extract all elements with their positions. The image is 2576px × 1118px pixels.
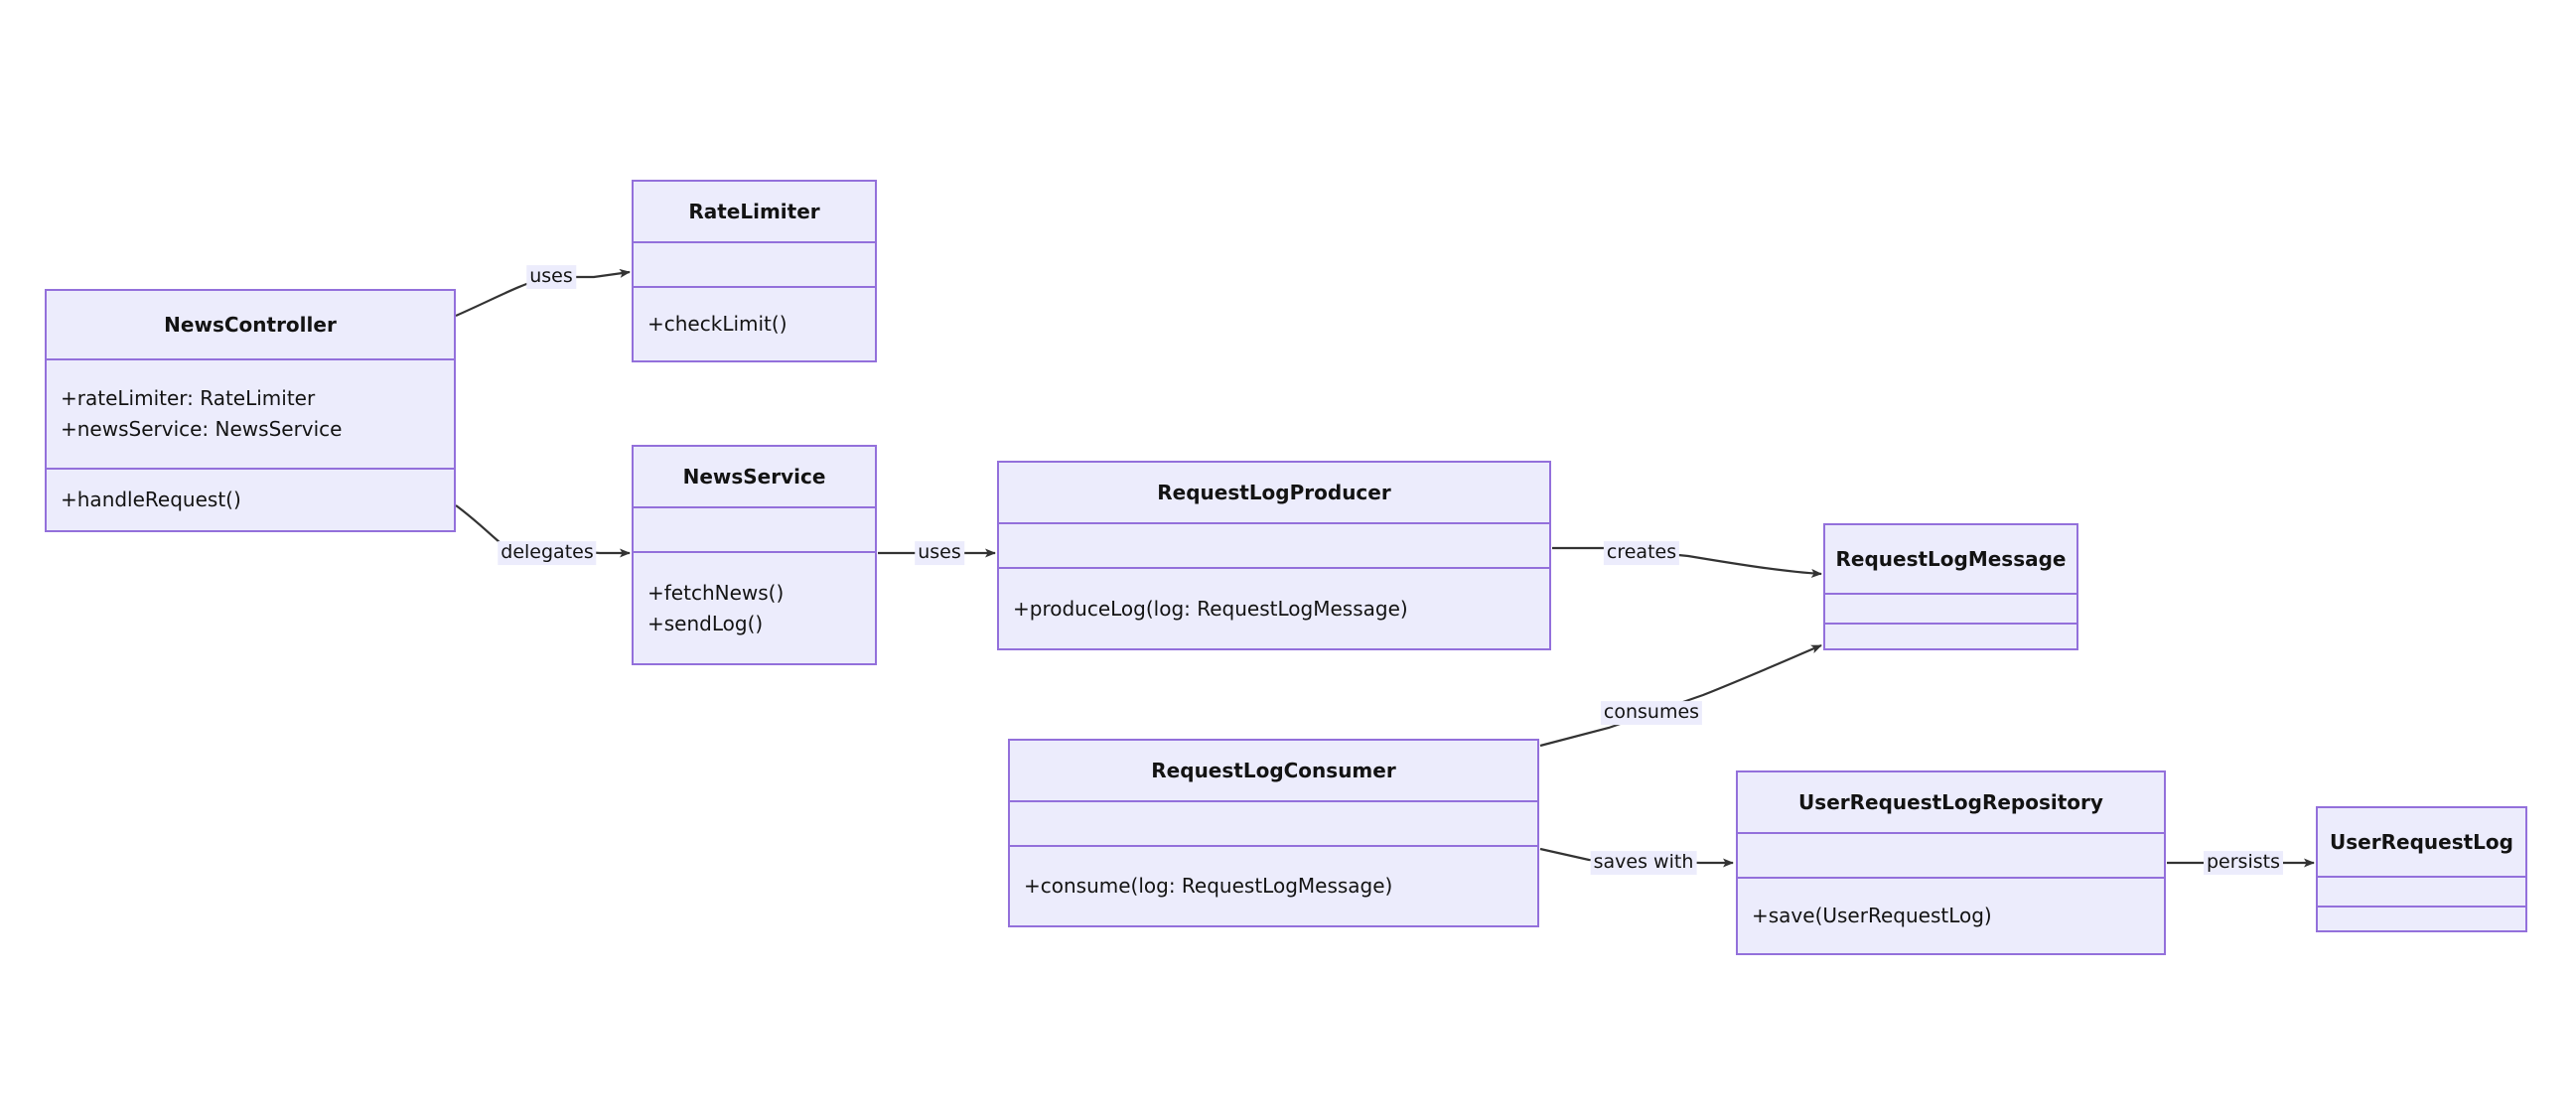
- class-methods-request-log-consumer: +consume(log: RequestLogMessage): [1010, 845, 1537, 925]
- class-attributes-user-request-log-repository: [1738, 832, 2164, 877]
- class-methods-request-log-message: [1825, 623, 2076, 648]
- class-name-label: NewsController: [164, 313, 337, 337]
- edge-label-consumes-message: consumes: [1600, 701, 1703, 725]
- class-attributes-user-request-log: [2318, 876, 2525, 906]
- class-box-request-log-consumer[interactable]: RequestLogConsumer +consume(log: Request…: [1008, 739, 1539, 927]
- class-title-user-request-log: UserRequestLog: [2318, 808, 2525, 876]
- class-title-request-log-consumer: RequestLogConsumer: [1010, 741, 1537, 800]
- method-item: +checkLimit(): [647, 312, 787, 336]
- class-attributes-request-log-consumer: [1010, 800, 1537, 845]
- class-box-request-log-message[interactable]: RequestLogMessage: [1823, 523, 2078, 650]
- class-methods-user-request-log-repository: +save(UserRequestLog): [1738, 877, 2164, 953]
- class-box-user-request-log-repository[interactable]: UserRequestLogRepository +save(UserReque…: [1736, 770, 2166, 955]
- method-item: +save(UserRequestLog): [1752, 904, 1992, 927]
- class-box-user-request-log[interactable]: UserRequestLog: [2316, 806, 2527, 932]
- class-methods-request-log-producer: +produceLog(log: RequestLogMessage): [999, 567, 1549, 648]
- class-title-rate-limiter: RateLimiter: [634, 182, 875, 241]
- class-attributes-rate-limiter: [634, 241, 875, 286]
- edge-consumes-message: [1539, 643, 1822, 748]
- class-box-rate-limiter[interactable]: RateLimiter +checkLimit(): [632, 180, 877, 362]
- edge-label-persists-userrequestlog: persists: [2204, 851, 2283, 875]
- class-name-label: RateLimiter: [688, 200, 820, 223]
- class-name-label: UserRequestLog: [2330, 830, 2513, 854]
- class-box-news-controller[interactable]: NewsController +rateLimiter: RateLimiter…: [45, 289, 456, 532]
- method-item: +produceLog(log: RequestLogMessage): [1013, 596, 1408, 621]
- method-item: +handleRequest(): [61, 488, 241, 511]
- class-box-news-service[interactable]: NewsService +fetchNews() +sendLog(): [632, 445, 877, 665]
- class-attributes-news-controller: +rateLimiter: RateLimiter +newsService: …: [47, 358, 454, 468]
- method-item: +sendLog(): [647, 611, 764, 635]
- class-name-label: RequestLogMessage: [1835, 547, 2067, 571]
- method-item: +consume(log: RequestLogMessage): [1024, 874, 1393, 898]
- class-methods-user-request-log: [2318, 906, 2525, 930]
- edge-label-uses-ratelimiter: uses: [526, 265, 576, 289]
- edge-label-uses-producer: uses: [915, 541, 964, 565]
- edge-label-creates-message: creates: [1603, 541, 1680, 565]
- class-methods-news-service: +fetchNews() +sendLog(): [634, 551, 875, 663]
- class-methods-rate-limiter: +checkLimit(): [634, 286, 875, 360]
- class-name-label: UserRequestLogRepository: [1798, 790, 2103, 814]
- edge-label-saves-with-repository: saves with: [1590, 851, 1697, 875]
- class-title-user-request-log-repository: UserRequestLogRepository: [1738, 772, 2164, 832]
- class-title-news-controller: NewsController: [47, 291, 454, 358]
- class-methods-news-controller: +handleRequest(): [47, 468, 454, 530]
- class-name-label: RequestLogProducer: [1157, 481, 1391, 504]
- class-name-label: NewsService: [682, 465, 826, 489]
- class-attributes-request-log-message: [1825, 593, 2076, 623]
- class-title-request-log-message: RequestLogMessage: [1825, 525, 2076, 593]
- attribute-item: +newsService: NewsService: [61, 417, 343, 441]
- edge-label-delegates-newsservice: delegates: [498, 541, 597, 565]
- class-attributes-request-log-producer: [999, 522, 1549, 567]
- class-title-request-log-producer: RequestLogProducer: [999, 463, 1549, 522]
- class-title-news-service: NewsService: [634, 447, 875, 506]
- class-name-label: RequestLogConsumer: [1151, 759, 1396, 782]
- edge-creates-message: [1552, 546, 1822, 578]
- method-item: +fetchNews(): [647, 580, 785, 605]
- attribute-item: +rateLimiter: RateLimiter: [61, 386, 316, 410]
- class-attributes-news-service: [634, 506, 875, 551]
- class-box-request-log-producer[interactable]: RequestLogProducer +produceLog(log: Requ…: [997, 461, 1551, 650]
